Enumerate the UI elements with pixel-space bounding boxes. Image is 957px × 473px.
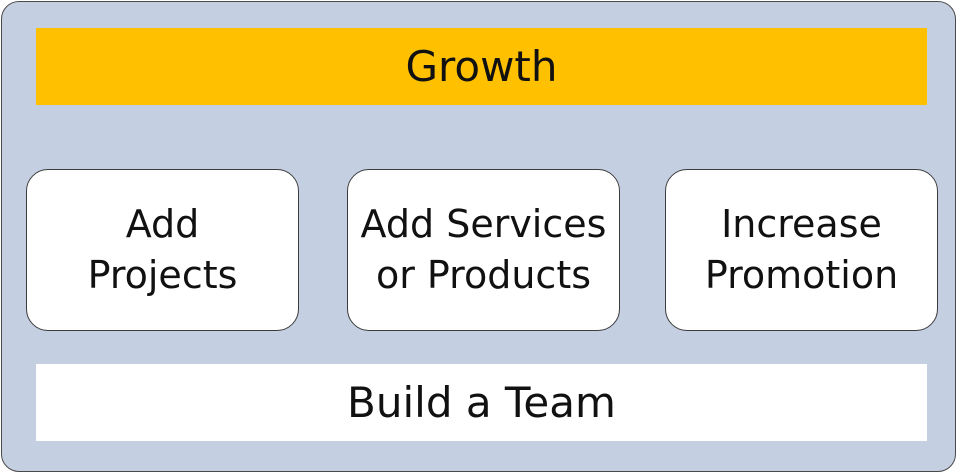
pillar-label: Add Services or Products — [360, 202, 607, 297]
pillar-increase-promotion: Increase Promotion — [665, 169, 938, 331]
pillar-label: Add Projects — [87, 202, 238, 297]
build-team-banner: Build a Team — [36, 364, 927, 441]
growth-label: Growth — [405, 41, 558, 91]
pillar-add-services-products: Add Services or Products — [347, 169, 620, 331]
pillar-label: Increase Promotion — [704, 202, 899, 297]
growth-banner: Growth — [36, 28, 927, 105]
pillar-add-projects: Add Projects — [26, 169, 299, 331]
build-team-label: Build a Team — [347, 377, 616, 427]
